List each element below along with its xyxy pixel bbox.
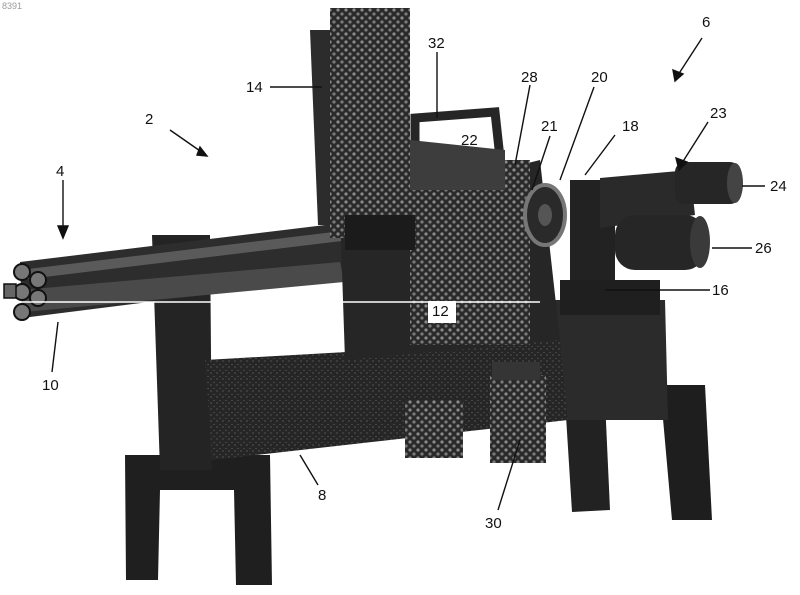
label-28: 28 [521,69,538,86]
label-20: 20 [591,69,608,86]
machine-body [4,8,743,585]
label-4: 4 [56,163,64,180]
lower-roller-2 [490,375,546,463]
label-6: 6 [702,14,710,31]
drive-end-cap [727,163,743,203]
lower-bracket [560,280,660,315]
tall-column [330,8,410,238]
lower-roller-1 [405,400,463,458]
handle-plate [410,140,505,190]
label-2: 2 [145,111,153,128]
label-26: 26 [755,240,772,257]
column-clamp [345,215,415,250]
label-22: 22 [461,132,478,149]
label-14: 14 [246,79,263,96]
motor-end [690,216,710,268]
label-24: 24 [770,178,787,195]
label-30: 30 [485,515,502,532]
label-21: 21 [541,118,558,135]
label-12: 12 [432,303,449,320]
label-10: 10 [42,377,59,394]
label-32: 32 [428,35,445,52]
rotary-hub [538,204,552,226]
roller-guard [492,362,540,380]
label-16: 16 [712,282,729,299]
label-18: 18 [622,118,639,135]
label-23: 23 [710,105,727,122]
left-stand [125,455,272,585]
label-8: 8 [318,487,326,504]
right-stand-leg-2 [660,385,712,520]
document-id: 8391 [2,1,22,11]
